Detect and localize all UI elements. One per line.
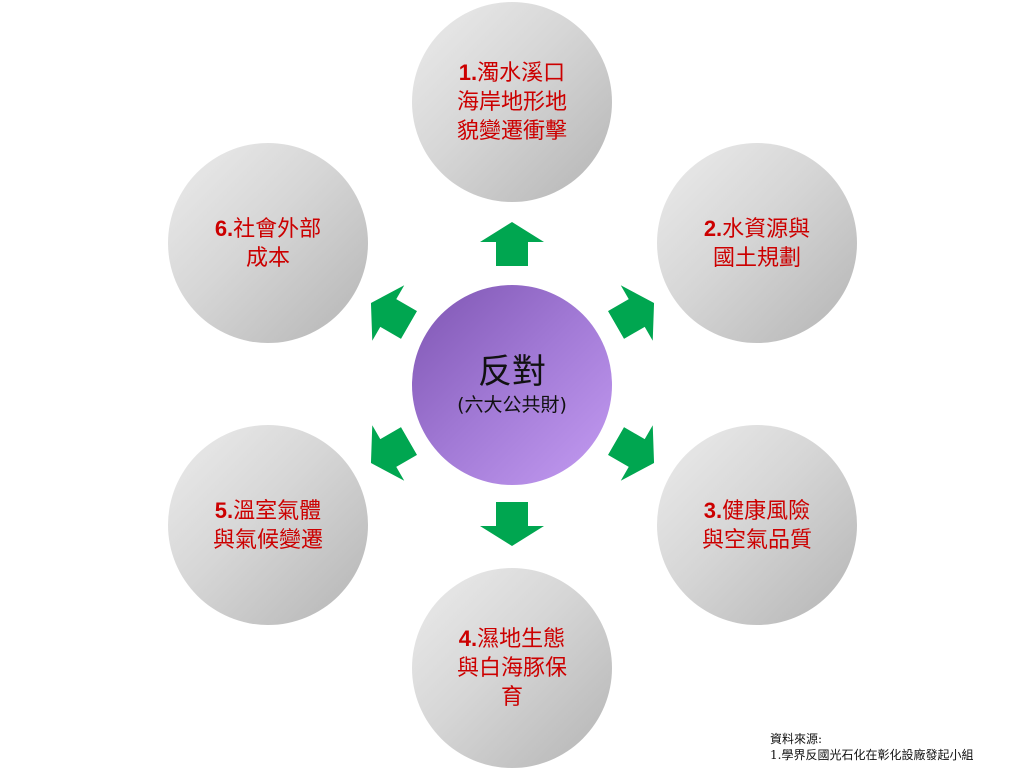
- node-number: 5.: [214, 497, 234, 523]
- center-title: 反對: [478, 352, 546, 392]
- node-number: 4.: [458, 626, 478, 651]
- source-note: 資料來源: 1.學界反國光石化在彰化設廠發起小組: [770, 731, 973, 763]
- node-label: 3.健康風險 與空氣品質: [702, 496, 812, 555]
- node-number: 1.: [458, 60, 478, 85]
- node-health-air-quality: 3.健康風險 與空氣品質: [657, 425, 857, 625]
- node-text: 濁水溪口 海岸地形地 貌變遷衝擊: [456, 61, 567, 144]
- arrow-up-icon: [480, 222, 544, 266]
- node-label: 1.濁水溪口 海岸地形地 貌變遷衝擊: [457, 58, 567, 146]
- node-number: 3.: [703, 497, 723, 523]
- source-line: 1.學界反國光石化在彰化設廠發起小組: [770, 748, 974, 762]
- arrow-upper-right-icon: [600, 275, 670, 352]
- arrow-upper-left-icon: [355, 275, 425, 352]
- node-text: 健康風險 與空氣品質: [701, 498, 812, 553]
- arrow-lower-right-icon: [600, 413, 670, 490]
- node-label: 5.溫室氣體 與氣候變遷: [213, 496, 323, 555]
- node-text: 社會外部 成本: [233, 216, 322, 271]
- node-number: 6.: [214, 215, 234, 241]
- node-number: 2.: [703, 215, 723, 241]
- node-coastal-landform: 1.濁水溪口 海岸地形地 貌變遷衝擊: [412, 2, 612, 202]
- node-label: 4.濕地生態 與白海豚保 育: [457, 624, 567, 712]
- node-text: 溫室氣體 與氣候變遷: [212, 498, 323, 553]
- node-text: 水資源與 國土規劃: [712, 216, 811, 271]
- node-label: 2.水資源與 國土規劃: [704, 214, 810, 273]
- node-social-external-cost: 6.社會外部 成本: [168, 143, 368, 343]
- node-water-resources: 2.水資源與 國土規劃: [657, 143, 857, 343]
- arrow-lower-left-icon: [355, 413, 425, 490]
- source-heading: 資料來源:: [770, 732, 823, 746]
- arrow-down-icon: [480, 502, 544, 546]
- node-label: 6.社會外部 成本: [215, 214, 321, 273]
- node-text: 濕地生態 與白海豚保 育: [456, 627, 567, 710]
- center-node: 反對 (六大公共財): [412, 285, 612, 485]
- center-subtitle: (六大公共財): [457, 394, 567, 416]
- node-greenhouse-climate: 5.溫室氣體 與氣候變遷: [168, 425, 368, 625]
- node-wetland-dolphin: 4.濕地生態 與白海豚保 育: [412, 568, 612, 768]
